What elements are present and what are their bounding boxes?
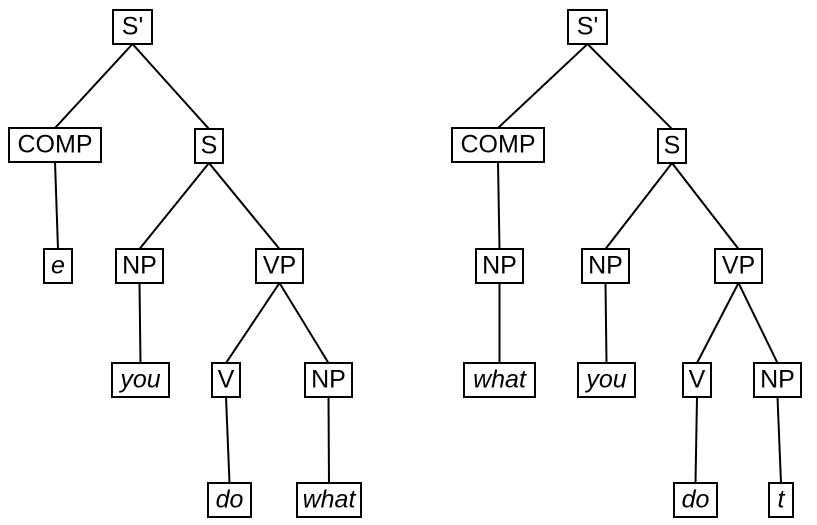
tree-edge	[278, 281, 330, 365]
node-label: e	[51, 252, 65, 280]
node-label: NP	[122, 252, 157, 280]
node-label: S'	[122, 13, 143, 41]
tree-node-np[interactable]: NP	[115, 248, 164, 284]
tree-edge	[224, 395, 231, 485]
node-box	[111, 362, 170, 398]
node-box	[304, 362, 353, 398]
tree-node-s[interactable]: S	[657, 128, 687, 164]
node-box	[577, 362, 636, 398]
tree-node-what[interactable]: what	[463, 362, 536, 398]
tree-edge	[496, 160, 501, 251]
tree-edge	[776, 395, 783, 485]
tree-edge	[604, 281, 608, 365]
node-label: COMP	[461, 131, 536, 159]
node-box	[673, 482, 718, 518]
node-label: you	[584, 366, 626, 394]
node-box	[463, 362, 536, 398]
node-box	[194, 128, 224, 164]
node-box	[211, 362, 241, 398]
tree-edge	[138, 161, 211, 251]
tree-edge	[138, 281, 142, 365]
node-label: V	[689, 366, 706, 394]
node-box	[657, 128, 687, 164]
node-box	[768, 482, 794, 518]
node-box	[714, 248, 763, 284]
node-box	[451, 127, 545, 163]
tree-node-np[interactable]: NP	[753, 362, 802, 398]
tree-edge	[670, 161, 740, 251]
tree-node-e[interactable]: e	[43, 248, 73, 284]
node-label: what	[473, 366, 527, 394]
tree-edge	[224, 281, 281, 365]
tree-node-comp[interactable]: COMP	[451, 127, 545, 163]
tree-edge	[604, 161, 674, 251]
tree-node-t[interactable]: t	[768, 482, 794, 518]
tree-edge	[131, 42, 211, 131]
tree-node-s[interactable]: S'	[567, 9, 608, 45]
tree-edge	[53, 42, 134, 130]
node-box	[207, 482, 252, 518]
node-label: NP	[482, 252, 517, 280]
tree-node-comp[interactable]: COMP	[8, 127, 102, 163]
node-label: what	[303, 486, 357, 514]
tree-edge	[327, 395, 331, 485]
tree-node-vp[interactable]: VP	[255, 248, 304, 284]
tree-edge	[586, 42, 674, 131]
node-label: V	[218, 366, 235, 394]
node-label: S'	[577, 13, 598, 41]
edges-layer	[53, 42, 783, 485]
node-box	[255, 248, 304, 284]
node-box	[567, 9, 608, 45]
tree-edge	[207, 161, 281, 251]
node-box	[112, 9, 153, 45]
node-label: do	[216, 486, 244, 514]
tree-node-vp[interactable]: VP	[714, 248, 763, 284]
node-label: NP	[588, 252, 623, 280]
node-box	[581, 248, 630, 284]
node-box	[475, 248, 524, 284]
tree-node-np[interactable]: NP	[304, 362, 353, 398]
node-label: t	[778, 486, 786, 514]
tree-edge	[53, 160, 60, 251]
tree-node-you[interactable]: you	[111, 362, 170, 398]
tree-edge	[695, 281, 740, 365]
node-label: NP	[311, 366, 346, 394]
node-label: you	[118, 366, 160, 394]
tree-node-v[interactable]: V	[682, 362, 712, 398]
tree-node-s[interactable]: S'	[112, 9, 153, 45]
tree-node-np[interactable]: NP	[475, 248, 524, 284]
node-label: do	[682, 486, 710, 514]
node-label: NP	[760, 366, 795, 394]
tree-node-s[interactable]: S	[194, 128, 224, 164]
node-box	[115, 248, 164, 284]
tree-node-what[interactable]: what	[296, 482, 362, 518]
node-box	[753, 362, 802, 398]
node-box	[296, 482, 362, 518]
node-box	[8, 127, 102, 163]
tree-edge	[694, 395, 699, 485]
tree-node-do[interactable]: do	[673, 482, 718, 518]
node-box	[682, 362, 712, 398]
node-label: COMP	[18, 131, 93, 159]
tree-node-np[interactable]: NP	[581, 248, 630, 284]
tree-node-you[interactable]: you	[577, 362, 636, 398]
node-label: S	[201, 132, 218, 160]
node-label: VP	[263, 252, 296, 280]
tree-edge	[737, 281, 779, 365]
tree-edge	[496, 42, 589, 130]
node-box	[43, 248, 73, 284]
node-label: S	[664, 132, 681, 160]
tree-node-do[interactable]: do	[207, 482, 252, 518]
tree-node-v[interactable]: V	[211, 362, 241, 398]
node-label: VP	[722, 252, 755, 280]
